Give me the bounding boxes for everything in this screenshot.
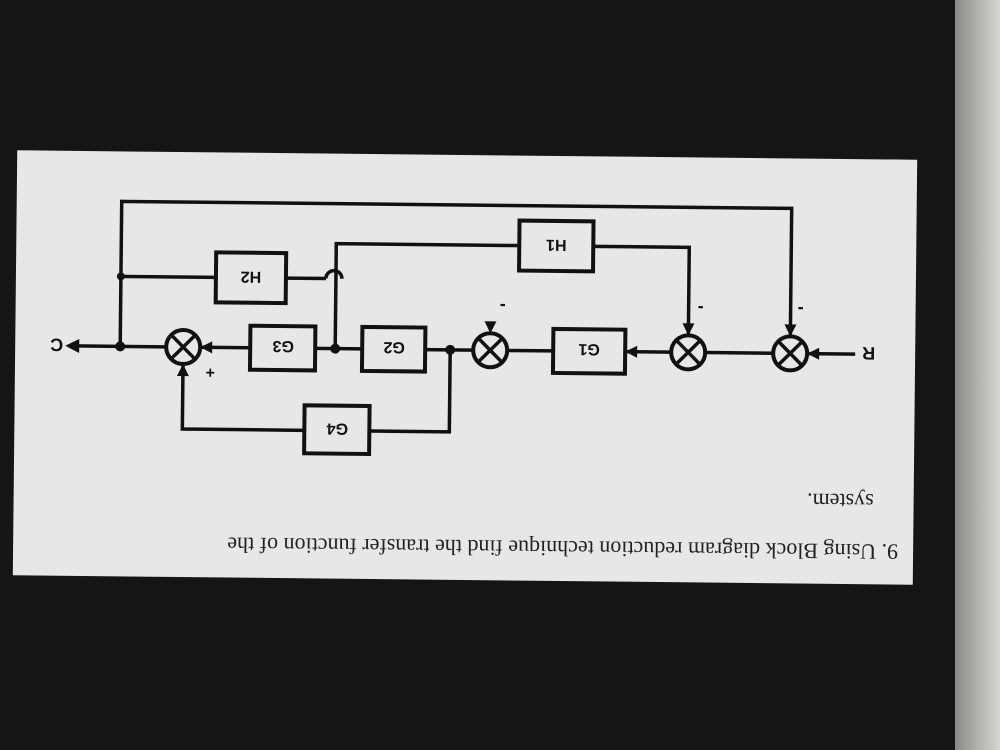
block-diagram: 9. Using Block diagram reduction techniq… [50, 199, 898, 565]
block-g3: G3 [247, 323, 318, 373]
block-h1: H1 [516, 218, 596, 274]
arrowheads [65, 321, 820, 377]
svg-text:G4: G4 [326, 420, 348, 437]
summing-junction-3 [471, 331, 510, 370]
question-text-line2: system. [807, 489, 874, 515]
block-g2: G2 [359, 324, 428, 374]
sign-s1: - [798, 299, 804, 319]
signal-wires [75, 199, 856, 434]
block-g1: G1 [550, 326, 628, 376]
sign-s4: + [206, 363, 216, 380]
question-sheet: 9. Using Block diagram reduction techniq… [12, 150, 918, 585]
background-wall [955, 0, 1000, 750]
block-g4: G4 [302, 403, 372, 457]
summing-junction-1 [771, 334, 810, 373]
branch-points [115, 272, 456, 355]
question-text-line1: 9. Using Block diagram reduction techniq… [227, 533, 898, 565]
input-label-r: R [862, 343, 875, 363]
sign-s2: - [698, 298, 704, 318]
output-label-c: C [50, 335, 63, 355]
svg-text:H1: H1 [546, 236, 567, 253]
block-h2: H2 [213, 250, 289, 306]
svg-text:G3: G3 [272, 337, 294, 354]
sign-s3: - [500, 296, 506, 316]
svg-text:G1: G1 [578, 340, 600, 357]
svg-text:G2: G2 [383, 338, 405, 355]
svg-text:H2: H2 [241, 268, 262, 285]
summing-junction-2 [669, 333, 708, 372]
summing-junction-4 [164, 328, 203, 367]
